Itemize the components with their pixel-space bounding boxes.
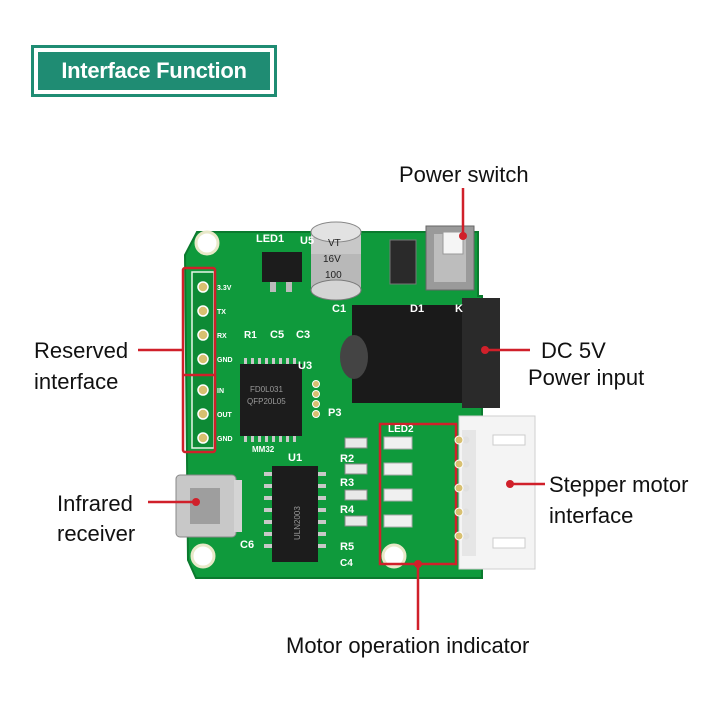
label-power-switch: Power switch [399,162,529,187]
label-dc-input-line2: Power input [528,365,645,390]
chip-u1 [264,466,326,562]
silk-c6: C6 [240,539,254,551]
silk-3v3: 3.3V [217,285,232,292]
silk-led1: LED1 [256,233,284,245]
mount-hole-top-left [194,230,220,256]
silk-in: IN [217,388,224,395]
label-infrared-line1: Infrared [57,491,133,516]
label-dc-input-line1: DC 5V [541,338,606,363]
silk-gnd-1: GND [217,357,233,364]
ir-receiver [175,474,242,538]
header-p3 [312,380,320,418]
motor-connector [458,415,536,570]
chip-u1-marking: ULN2003 [293,506,302,540]
silk-p3: P3 [328,407,341,419]
chip-u3-marking-2: QFP20L05 [247,397,286,406]
silk-c5: C5 [270,329,284,341]
silk-r1: R1 [244,330,257,341]
resistor-array [344,437,368,527]
power-switch-body [425,225,475,291]
silk-r4: R4 [340,504,355,516]
silk-r5: R5 [340,541,354,553]
silk-tx: TX [217,309,226,316]
label-stepper-line1: Stepper motor [549,472,689,497]
label-infrared-line2: receiver [57,521,136,546]
cap-marking-1: VT [328,238,341,249]
callout-lines [138,188,545,630]
label-stepper-line2: interface [549,503,634,528]
chip-u3 [240,358,302,442]
left-header-pins [191,271,215,449]
silk-gnd-2: GND [217,436,233,443]
title-box: Interface Function [31,45,277,97]
silk-c3: C3 [296,329,310,341]
silk-r3: R3 [340,477,354,489]
cap-marking-2: 16V [323,254,341,265]
dc-jack [340,298,500,408]
chip-u3-marking-1: FD0L031 [250,385,283,394]
silk-out: OUT [217,412,233,419]
cap-marking-3: 100 [325,270,342,281]
silk-u1: U1 [288,452,302,464]
connector-pads [454,435,464,541]
silk-r2: R2 [340,453,354,465]
silk-led2: LED2 [388,424,414,435]
silk-u3: U3 [298,360,312,372]
diode-d1 [389,239,417,285]
indicator-leds [383,436,413,528]
label-reserved-interface-line1: Reserved [34,338,129,363]
silk-c1: C1 [332,303,346,315]
silk-mm32: MM32 [252,445,275,454]
mount-hole-bottom-left [190,543,216,569]
capacitor-c1 [310,221,362,301]
label-motor-indicator: Motor operation indicator [286,633,530,658]
label-reserved-interface-line2: interface [34,369,119,394]
silk-k: K [455,303,463,315]
silk-rx: RX [217,333,227,340]
regulator-u5 [262,252,302,282]
silk-c4: C4 [340,558,353,569]
silk-u5: U5 [300,235,314,247]
page-title: Interface Function [38,52,270,90]
mount-hole-bottom-right [381,543,407,569]
silk-d1: D1 [410,303,424,315]
reserved-callout-box [181,266,217,454]
